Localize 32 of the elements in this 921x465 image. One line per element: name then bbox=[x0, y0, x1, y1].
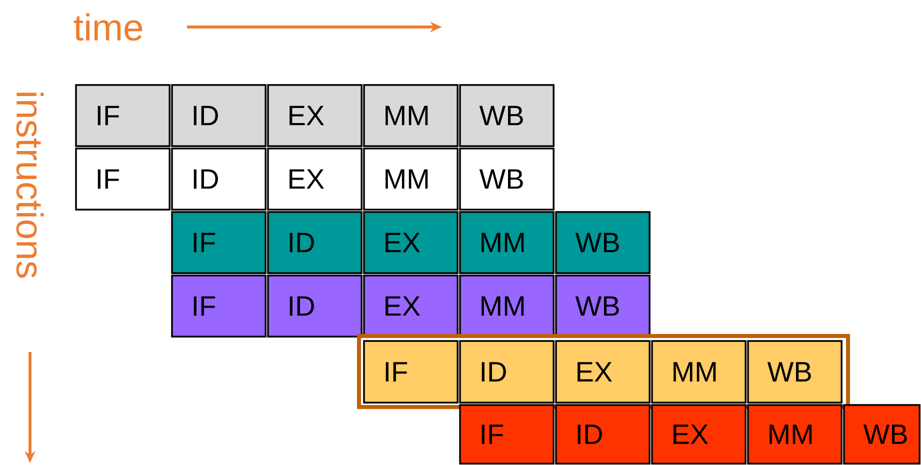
stage-cell: WB bbox=[555, 211, 650, 274]
stage-cell: ID bbox=[171, 148, 266, 210]
stage-cell: WB bbox=[747, 340, 842, 404]
stage-cell: EX bbox=[267, 84, 362, 147]
stage-cell: ID bbox=[267, 274, 362, 338]
stage-cell: EX bbox=[363, 274, 458, 338]
stage-cell: MM bbox=[363, 84, 458, 147]
stage-cell: WB bbox=[459, 84, 554, 147]
stage-cell: IF bbox=[459, 404, 554, 464]
axis-label: time bbox=[74, 13, 142, 41]
stage-cell: WB bbox=[459, 148, 554, 210]
stage-cell: EX bbox=[267, 148, 362, 210]
stage-cell: ID bbox=[267, 211, 362, 274]
axis-label: instructions bbox=[16, 92, 44, 278]
stage-cell: EX bbox=[651, 404, 746, 464]
stage-cell: IF bbox=[171, 211, 266, 274]
stage-cell: ID bbox=[171, 84, 266, 147]
stage-cell: MM bbox=[459, 274, 554, 338]
stage-cell: IF bbox=[75, 148, 170, 210]
stage-cell: IF bbox=[75, 84, 170, 147]
stage-cell: IF bbox=[171, 274, 266, 338]
stage-cell: MM bbox=[363, 148, 458, 210]
stage-cell: EX bbox=[555, 340, 650, 404]
stage-cell: MM bbox=[459, 211, 554, 274]
stage-cell: MM bbox=[651, 340, 746, 404]
stage-cell: EX bbox=[363, 211, 458, 274]
stage-cell: MM bbox=[747, 404, 842, 464]
stage-cell: ID bbox=[459, 340, 554, 404]
stage-cell: IF bbox=[363, 340, 458, 404]
stage-cell: ID bbox=[555, 404, 650, 464]
stage-cell: WB bbox=[843, 404, 920, 464]
stage-cell: WB bbox=[555, 274, 650, 338]
